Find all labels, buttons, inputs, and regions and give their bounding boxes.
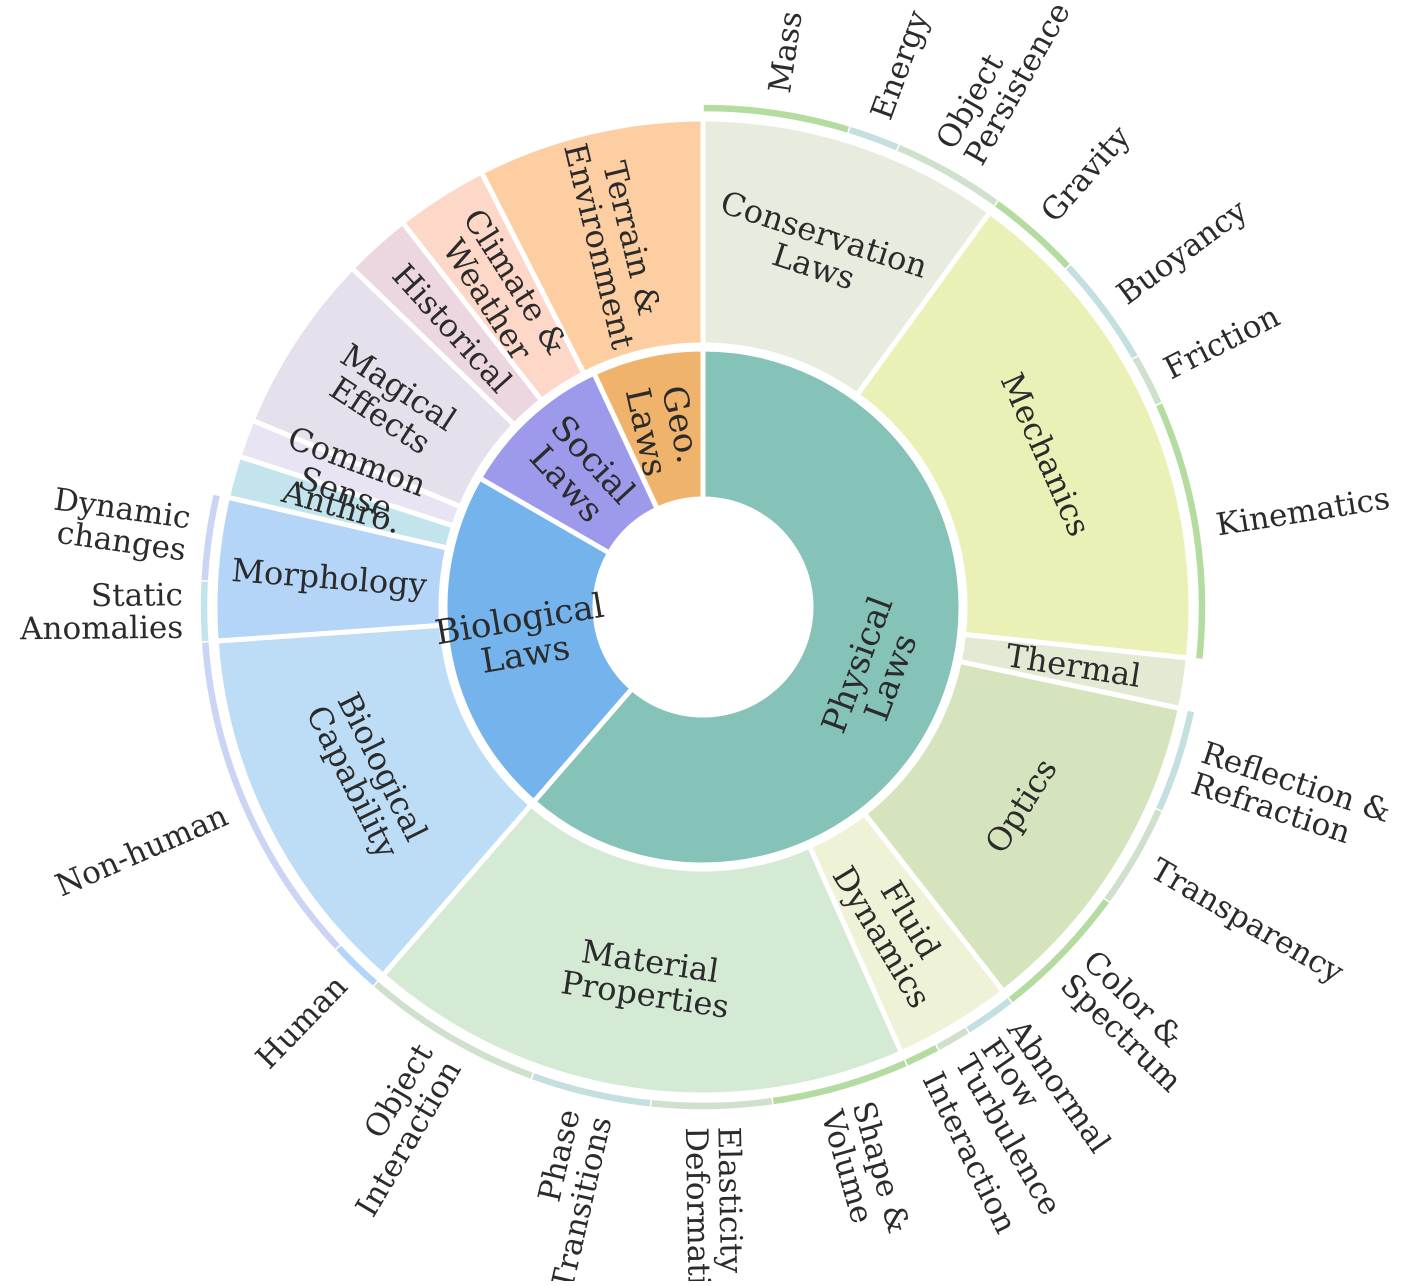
label-mass: Mass [762,9,810,95]
segment-material[interactable] [380,802,904,1098]
label-line: Buoyancy [1110,192,1254,312]
label-line: Anomalies [19,610,183,647]
label-dynamic: Dynamicchanges [47,482,193,569]
outer-ring [199,103,1207,1111]
segment-optics[interactable] [861,658,1183,995]
label-line: Deformation [678,1127,717,1281]
label-gravity: Gravity [1034,119,1138,230]
label-objpers: ObjectPersistence [929,0,1078,171]
label-shape: Shape &Volume [813,1096,916,1246]
label-elasticity: Elasticity &Deformation [678,1126,750,1281]
label-reflection: Reflection &Refraction [1187,735,1395,861]
label-kinematics: Kinematics [1214,481,1392,544]
label-line: Mass [762,9,810,95]
label-nonhuman: Non-human [50,798,233,904]
label-objint: ObjectInteraction [321,1037,469,1223]
segment-terrain[interactable] [478,116,706,377]
label-line: Energy [864,5,937,124]
label-phase: PhaseTransitions [513,1106,620,1281]
label-line: Elasticity & [710,1126,749,1281]
segment-kinematics[interactable] [1154,401,1207,661]
label-geo: Geo.Laws [617,377,710,481]
label-line: Human [249,969,355,1077]
label-color: Color &Spectrum [1053,944,1211,1100]
segment-mechanics[interactable] [854,209,1194,661]
middle-ring [212,116,1194,1098]
segment-static[interactable] [199,579,211,643]
label-transparency: Transparency [1144,851,1350,991]
label-line: Kinematics [1214,481,1392,544]
segment-biocap[interactable] [213,622,534,978]
label-human: Human [249,969,355,1077]
segment-geo[interactable] [591,346,706,512]
label-line: Gravity [1034,119,1138,230]
label-energy: Energy [864,5,937,124]
label-line: Non-human [50,798,233,904]
segment-physical[interactable] [531,346,964,868]
label-buoyancy: Buoyancy [1110,192,1254,312]
label-line: Transparency [1144,851,1350,991]
label-line: Friction [1158,298,1285,387]
label-friction: Friction [1158,298,1285,387]
segment-elasticity[interactable] [649,1096,774,1111]
segment-biological[interactable] [442,475,635,805]
inner-ring [442,346,964,868]
segment-dynamic[interactable] [199,492,222,582]
label-physical: PhysicalLaws [814,591,935,751]
label-line: Static [91,577,183,614]
